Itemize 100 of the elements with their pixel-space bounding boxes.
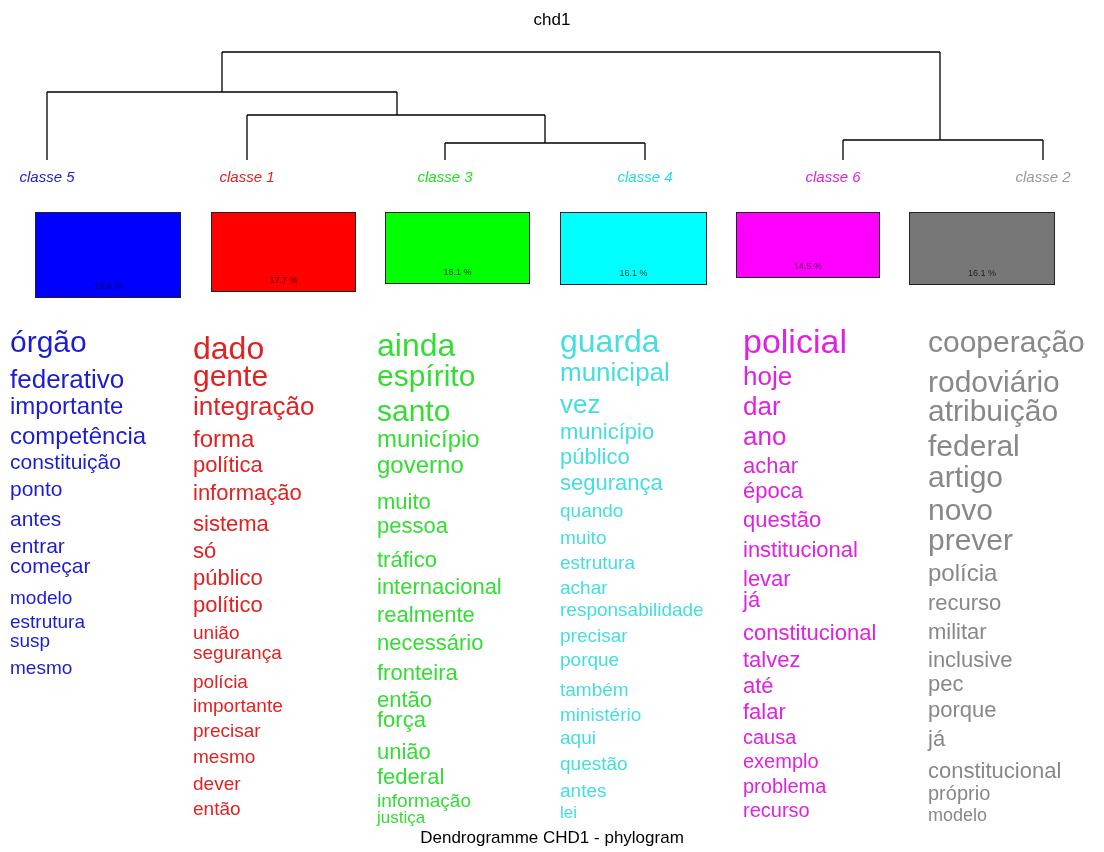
class-bar: [560, 212, 707, 285]
word-label: precisar: [560, 625, 628, 645]
percentage-label: 19.4 %: [93, 282, 123, 291]
word-label: constituição: [10, 451, 121, 473]
word-label: federal: [377, 765, 445, 788]
word-label: pessoa: [377, 514, 448, 537]
word-label: artigo: [928, 461, 1004, 492]
word-label: cooperação: [928, 326, 1085, 357]
word-label: segurança: [193, 642, 282, 662]
word-label: questão: [743, 508, 822, 531]
word-label: novo: [928, 494, 994, 525]
word-label: constitucional: [743, 621, 877, 644]
word-label: precisar: [193, 720, 261, 740]
word-label: polícia: [193, 671, 248, 691]
word-label: prever: [928, 524, 1014, 555]
word-label: levar: [743, 567, 791, 590]
word-label: estrutura: [560, 552, 635, 572]
word-label: hoje: [743, 362, 793, 389]
word-label: já: [743, 588, 761, 611]
word-label: importante: [10, 393, 124, 418]
word-label: talvez: [743, 648, 801, 671]
word-label: pec: [928, 672, 964, 695]
word-label: constitucional: [928, 759, 1062, 782]
word-label: vez: [560, 390, 601, 417]
word-label: união: [193, 622, 240, 642]
word-label: público: [193, 566, 263, 589]
word-label: rodoviário: [928, 366, 1060, 397]
word-label: mesmo: [10, 657, 73, 677]
word-label: responsabilidade: [560, 599, 704, 619]
word-label: informação: [377, 790, 471, 810]
class-label: classe 2: [1014, 169, 1072, 184]
word-label: susp: [10, 630, 51, 650]
word-label: ministério: [560, 704, 642, 724]
class-bar: [35, 212, 181, 298]
word-label: união: [377, 740, 431, 763]
class-bar: [385, 212, 530, 284]
word-label: governo: [377, 452, 464, 477]
word-label: recurso: [743, 800, 810, 820]
word-label: sistema: [193, 512, 269, 535]
word-label: ainda: [377, 329, 456, 362]
percentage-label: 17.7 %: [268, 276, 299, 285]
word-label: informação: [193, 481, 302, 504]
word-label: ano: [743, 422, 787, 449]
word-label: muito: [377, 490, 431, 513]
word-label: só: [193, 539, 217, 562]
word-label: municipal: [560, 358, 670, 385]
word-label: fronteira: [377, 661, 458, 684]
word-label: município: [560, 420, 655, 443]
word-label: dever: [193, 773, 241, 793]
word-label: época: [743, 479, 803, 502]
word-label: federal: [928, 430, 1020, 461]
word-label: até: [743, 674, 774, 697]
chart-caption: Dendrogramme CHD1 - phylogram: [419, 829, 685, 846]
word-label: órgão: [10, 326, 87, 357]
class-bar: [211, 212, 356, 292]
word-label: atribuição: [928, 395, 1059, 426]
percentage-label: 16.1 %: [618, 269, 649, 278]
word-label: próprio: [928, 783, 991, 803]
word-label: dar: [743, 392, 781, 419]
word-label: tráfico: [377, 548, 437, 571]
word-label: entrar: [10, 535, 65, 557]
word-label: achar: [560, 577, 608, 597]
word-label: também: [560, 679, 629, 699]
word-label: policial: [743, 324, 847, 359]
class-bar: [909, 212, 1055, 285]
word-label: integração: [193, 392, 315, 419]
word-label: força: [377, 708, 426, 731]
word-label: realmente: [377, 603, 475, 626]
word-label: município: [377, 426, 480, 451]
word-label: já: [928, 727, 946, 750]
word-label: problema: [743, 776, 827, 796]
word-label: político: [193, 593, 263, 616]
class-label: classe 5: [18, 169, 76, 184]
word-label: institucional: [743, 538, 858, 561]
word-label: achar: [743, 454, 799, 477]
word-label: ponto: [10, 478, 63, 500]
word-label: falar: [743, 700, 786, 723]
class-label: classe 1: [218, 169, 276, 184]
word-label: causa: [743, 727, 797, 747]
word-label: necessário: [377, 631, 484, 654]
class-bar: [736, 212, 880, 278]
word-label: guarda: [560, 325, 660, 358]
class-label: classe 6: [804, 169, 862, 184]
word-label: antes: [560, 780, 607, 800]
word-label: antes: [10, 508, 62, 530]
word-label: importante: [193, 695, 283, 715]
percentage-label: 14.5 %: [793, 262, 823, 271]
word-label: competência: [10, 423, 147, 448]
word-label: internacional: [377, 575, 502, 598]
word-label: exemplo: [743, 751, 819, 771]
word-label: recurso: [928, 591, 1002, 614]
word-label: começar: [10, 555, 91, 577]
word-label: espírito: [377, 360, 476, 391]
word-label: aqui: [560, 727, 596, 747]
class-label: classe 3: [416, 169, 474, 184]
word-label: questão: [560, 753, 628, 773]
word-label: então: [377, 688, 433, 711]
word-label: santo: [377, 395, 451, 426]
word-label: quando: [560, 500, 624, 520]
word-label: porque: [560, 649, 620, 669]
